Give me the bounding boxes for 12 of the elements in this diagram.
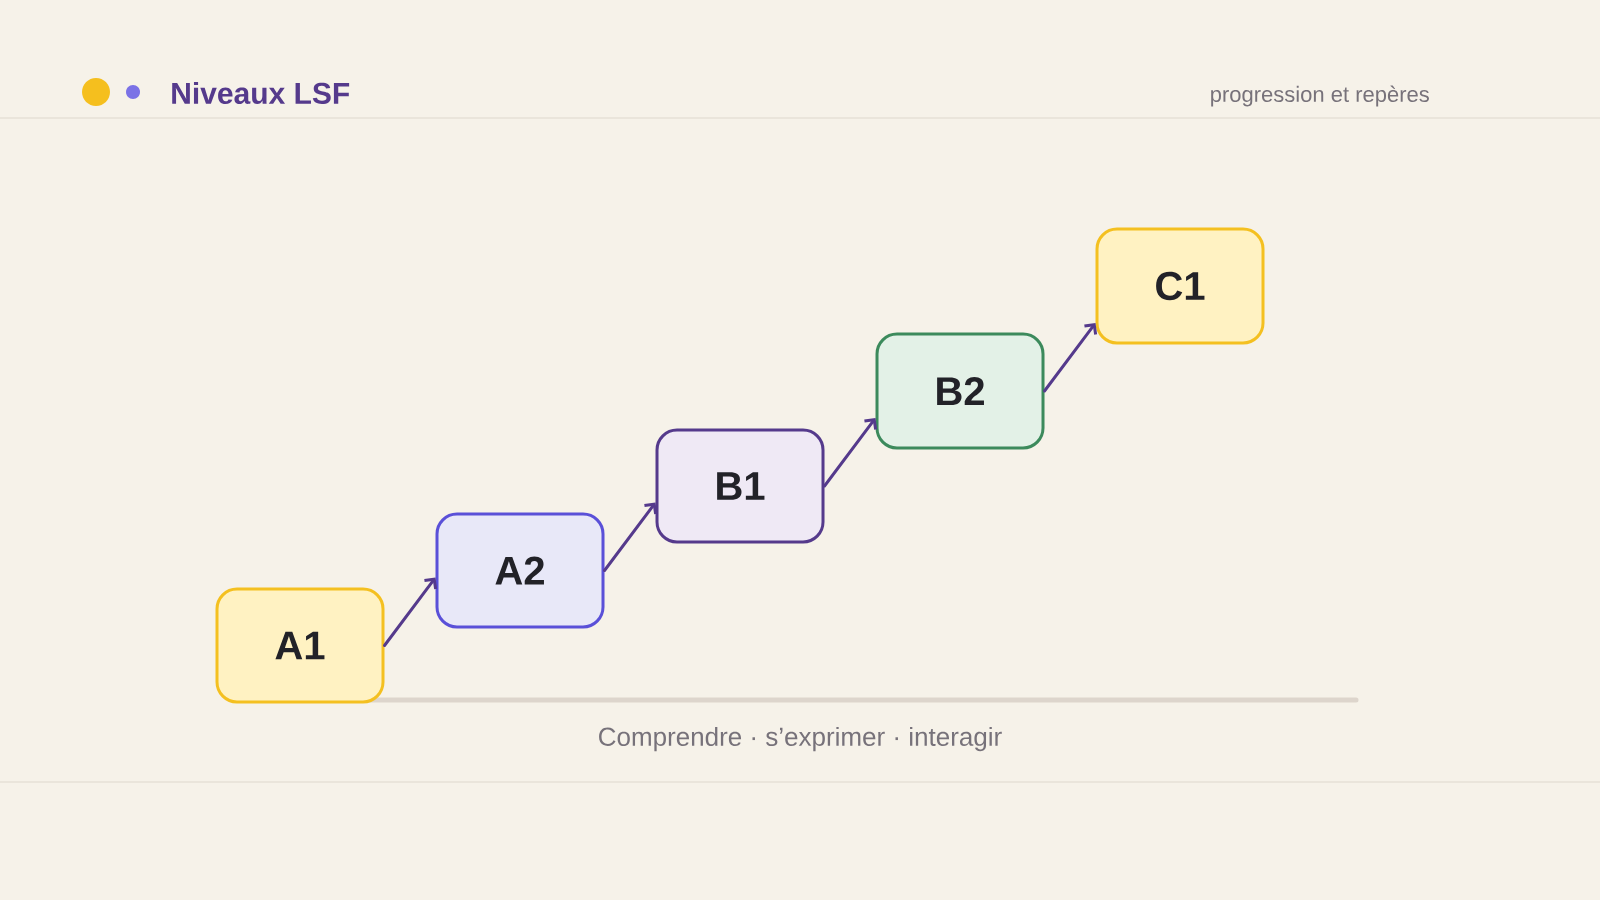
level-box: A1: [215, 587, 385, 704]
arrow: [823, 418, 878, 488]
level-box: C1: [1095, 227, 1265, 345]
subtitle: progression et repères: [1211, 85, 1429, 107]
level-box: A2: [435, 512, 605, 629]
level-box: B1: [655, 428, 825, 544]
arrow: [383, 577, 438, 647]
level-box: B2: [875, 332, 1045, 450]
arrow: [603, 502, 658, 572]
arrow: [1043, 323, 1098, 393]
title: Niveaux LSF: [172, 82, 350, 104]
caption: Comprendre · s’exprimer · interagir: [599, 726, 1002, 752]
